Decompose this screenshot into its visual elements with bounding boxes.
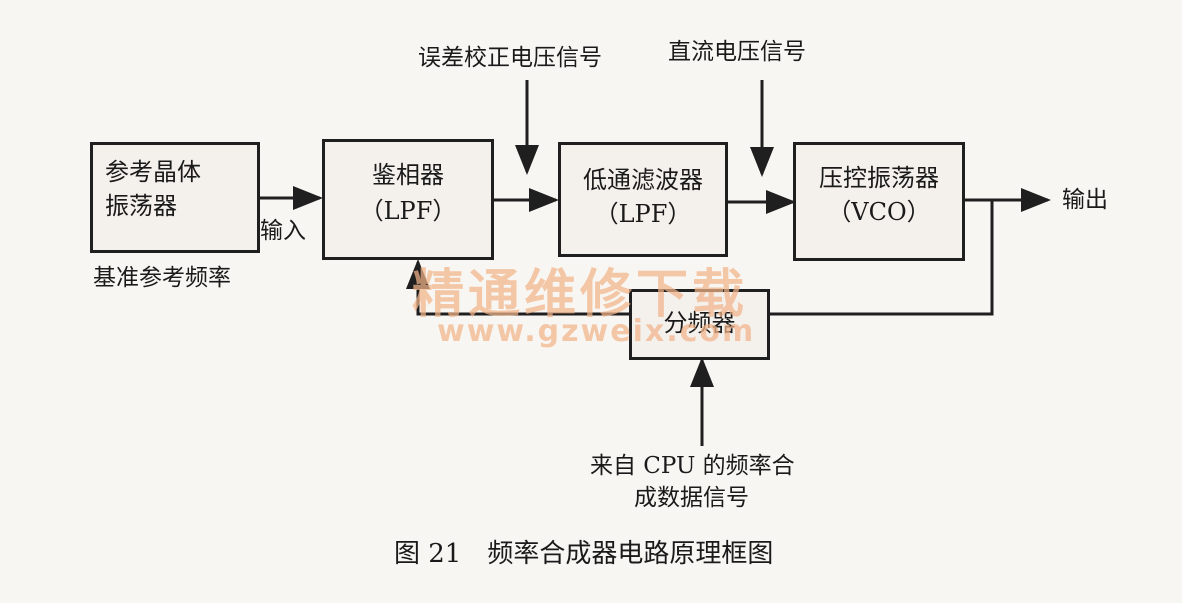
vco-title-line1: 压控振荡器 (819, 164, 939, 192)
lpf-title-line1: 低通滤波器 (583, 166, 703, 194)
cpu-data-signal-label-line1: 来自 CPU 的频率合 (590, 453, 795, 479)
ref-osc-title-line1: 参考晶体 (105, 158, 201, 186)
cpu-data-signal-label-line2: 成数据信号 (634, 485, 749, 511)
base-reference-frequency-label: 基准参考频率 (93, 265, 231, 291)
dc-voltage-signal-label: 直流电压信号 (668, 39, 806, 65)
figure-caption: 图 21 频率合成器电路原理框图 (394, 539, 774, 569)
divider-title: 分频器 (663, 309, 736, 337)
ref-osc-title-line2: 振荡器 (105, 192, 177, 220)
lpf-title-line2: （LPF） (594, 200, 692, 228)
reference-crystal-oscillator-block: 参考晶体 振荡器 (90, 142, 260, 253)
phase-detector-block: 鉴相器 （LPF） (322, 139, 494, 260)
vco-title-line2: （VCO） (827, 198, 931, 226)
error-correction-signal-label: 误差校正电压信号 (418, 45, 602, 71)
frequency-divider-block: 分频器 (629, 289, 770, 360)
vco-block: 压控振荡器 （VCO） (793, 142, 965, 261)
output-label: 输出 (1062, 187, 1108, 213)
wire-feedback-vco-to-divider (770, 200, 994, 316)
low-pass-filter-block: 低通滤波器 （LPF） (558, 142, 728, 257)
phase-detector-title-line1: 鉴相器 (372, 161, 444, 189)
wire-feedback-divider-to-pd (406, 259, 629, 316)
input-label: 输入 (260, 218, 306, 244)
phase-detector-title-line2: （LPF） (359, 197, 457, 225)
